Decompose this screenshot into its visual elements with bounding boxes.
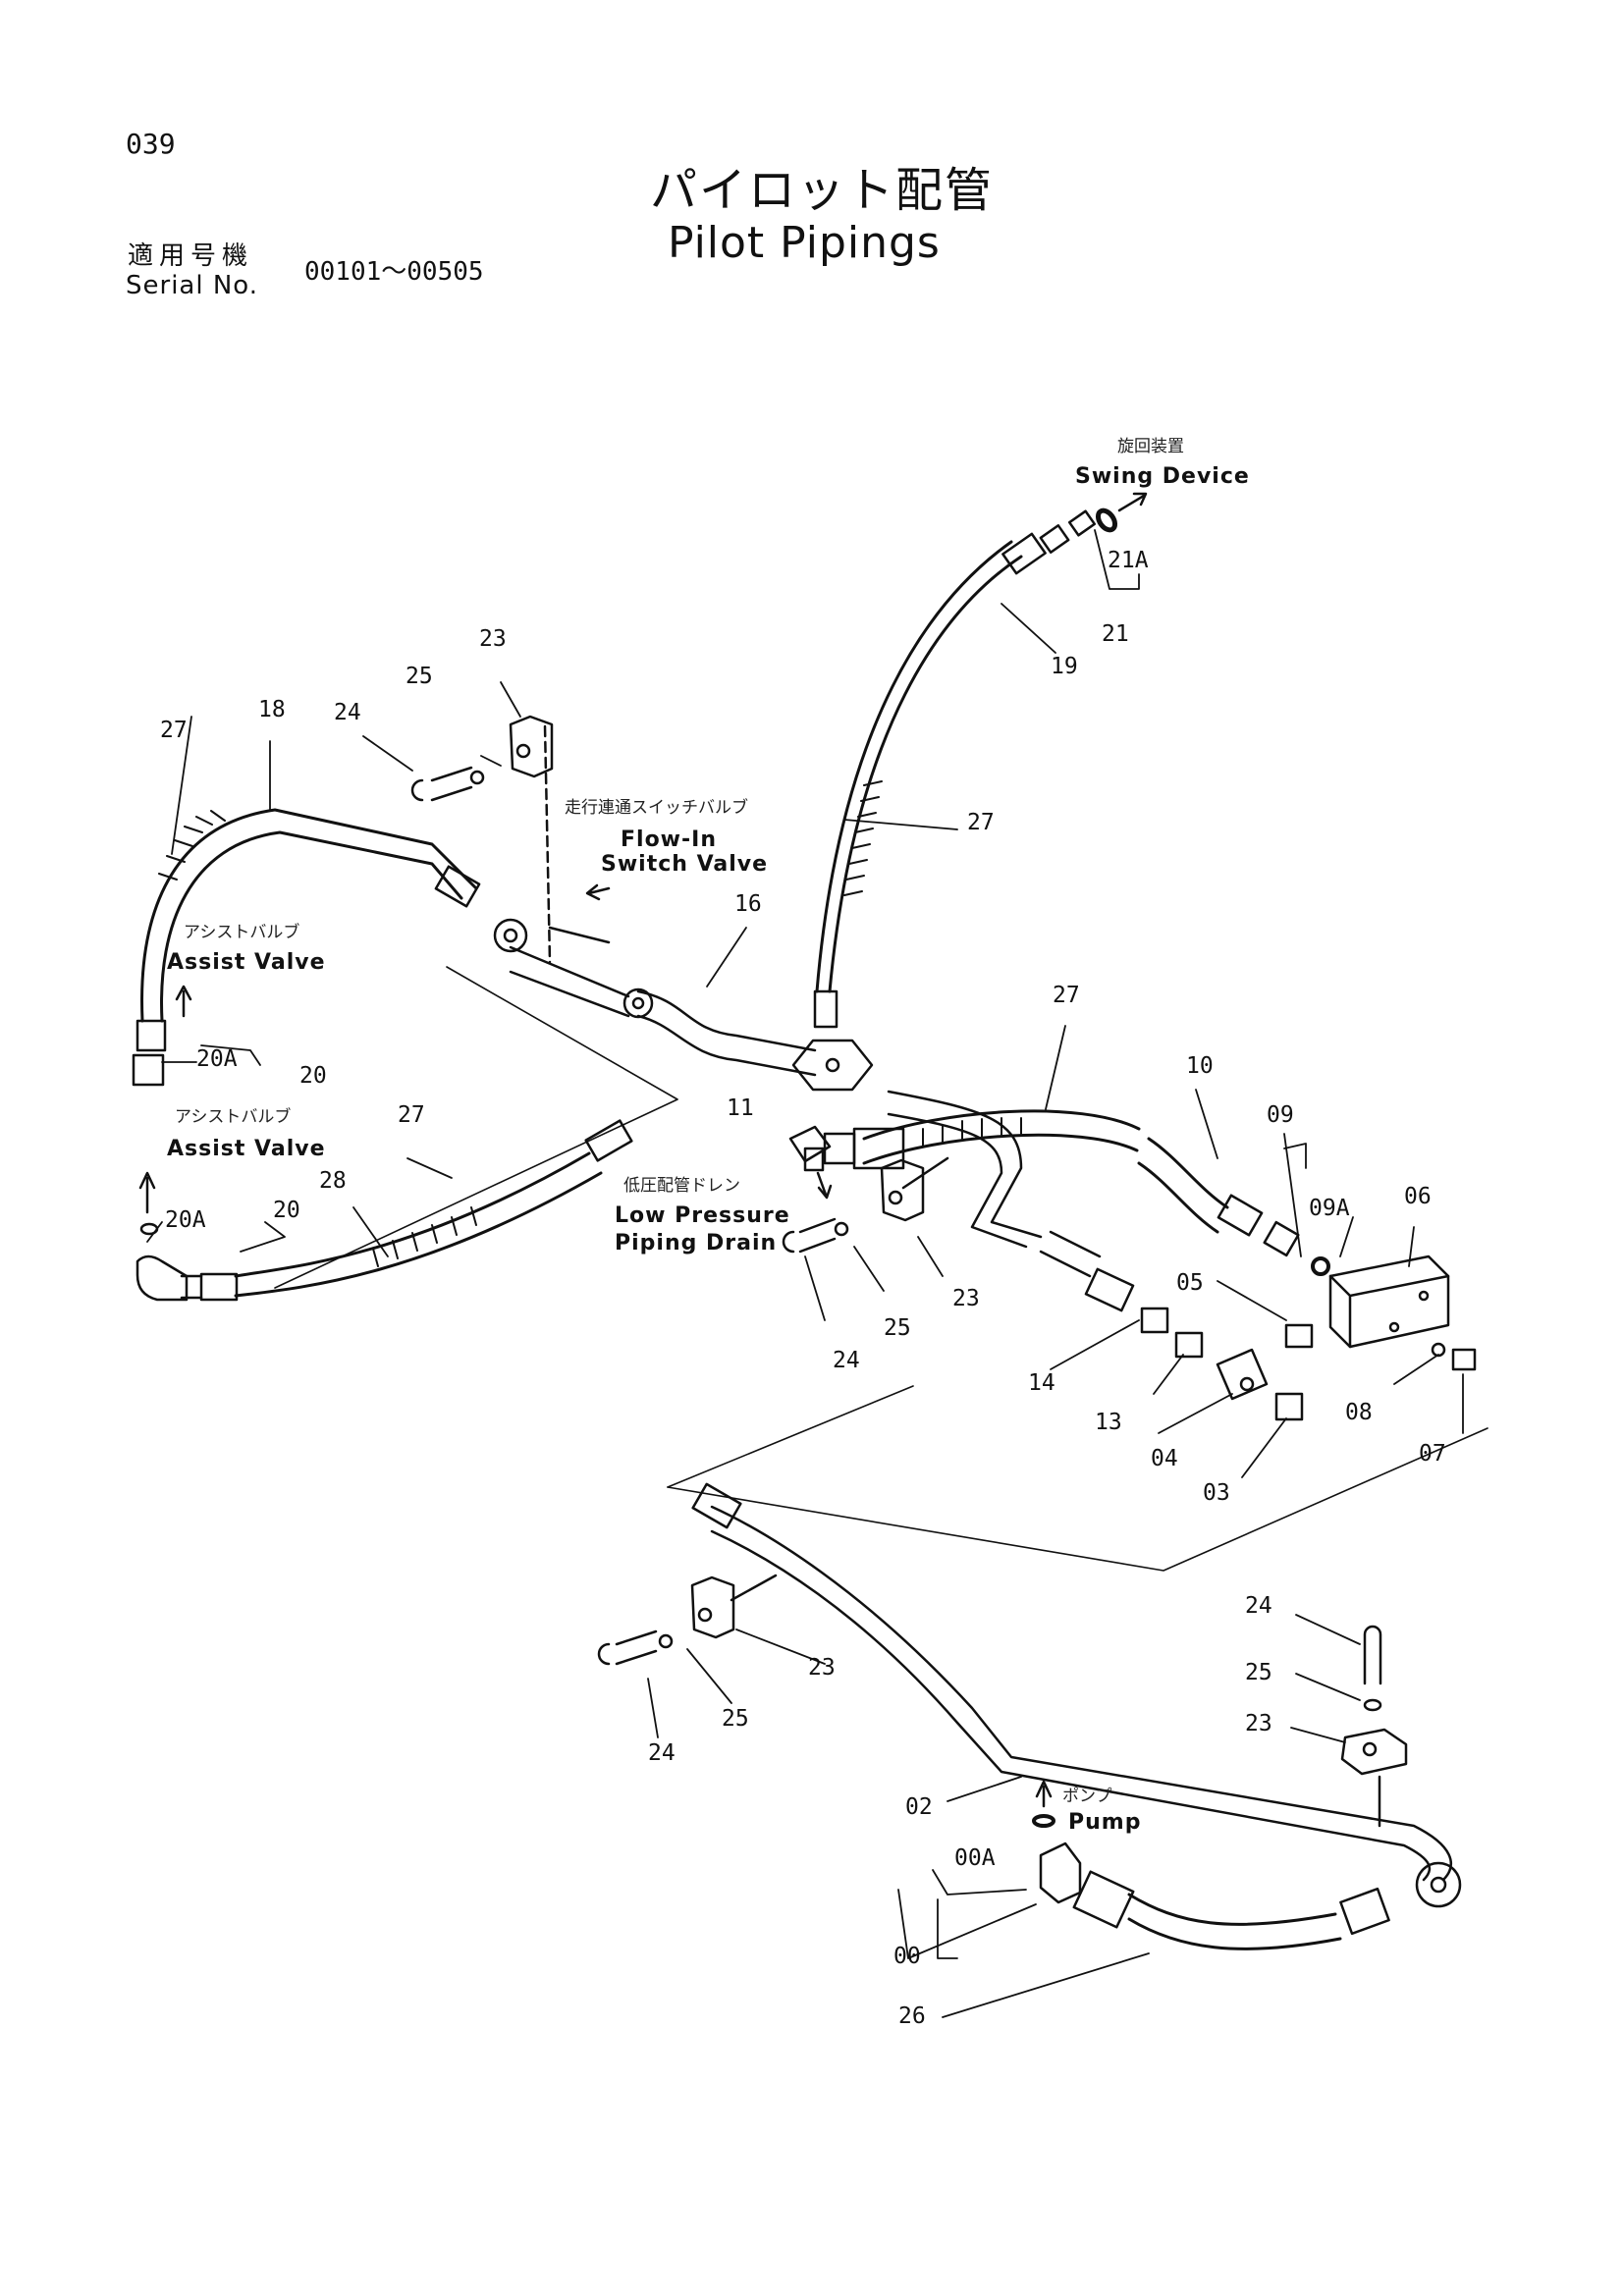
callout-27: 27 — [160, 718, 188, 743]
callout-11: 11 — [727, 1095, 754, 1121]
callout-28: 28 — [319, 1168, 347, 1194]
flowin-valve-label-en-1: Flow-In — [621, 828, 717, 852]
callout-10: 10 — [1186, 1053, 1214, 1079]
callout-14: 14 — [1028, 1370, 1055, 1396]
serial-label-jp: 適用号機 — [128, 241, 254, 271]
callout-23: 23 — [808, 1655, 836, 1681]
callout-00: 00 — [893, 1944, 921, 1969]
callout-27: 27 — [398, 1102, 425, 1128]
flow-arrows — [138, 883, 1055, 1828]
page-number: 039 — [126, 128, 176, 160]
callout-16: 16 — [734, 891, 762, 917]
callout-25: 25 — [884, 1315, 911, 1341]
callout-23: 23 — [952, 1286, 980, 1311]
hose-28 — [135, 1119, 633, 1302]
callout-21a: 21A — [1108, 548, 1149, 573]
drain-pipe — [887, 1090, 1102, 1278]
callout-20a: 20A — [196, 1046, 238, 1072]
page-title-jp: パイロット配管 — [650, 163, 995, 218]
callout-24: 24 — [1245, 1593, 1272, 1619]
flowin-valve-label-jp: 走行連通スイッチバルブ — [565, 798, 748, 818]
callout-23: 23 — [1245, 1711, 1272, 1736]
tee-fitting-center — [791, 1039, 874, 1092]
assist-valve-1-label-jp: アシストバルブ — [184, 923, 300, 942]
callout-07: 07 — [1419, 1441, 1446, 1467]
pipe-02 — [691, 1482, 1462, 1908]
pipe-16 — [493, 918, 817, 1077]
block-06 — [1284, 1255, 1477, 1371]
callout-13: 13 — [1095, 1410, 1122, 1435]
callout-02: 02 — [905, 1794, 933, 1820]
hose-18 — [132, 808, 481, 1087]
callout-27: 27 — [1053, 983, 1080, 1008]
callout-26: 26 — [898, 2003, 926, 2029]
assist-valve-2-label-jp: アシストバルブ — [175, 1107, 292, 1127]
callout-25: 25 — [406, 664, 433, 689]
pump-label-en: Pump — [1068, 1810, 1142, 1835]
clamp-set-upper — [410, 715, 554, 964]
callout-23: 23 — [479, 626, 507, 652]
callout-00a: 00A — [954, 1845, 996, 1871]
clamp-set-lower-left — [597, 1574, 778, 1666]
hose-26 — [1039, 1842, 1390, 1950]
clamp-set-middle — [782, 1156, 949, 1254]
callout-24: 24 — [334, 700, 361, 725]
callout-03: 03 — [1203, 1480, 1230, 1506]
callout-24: 24 — [648, 1740, 676, 1766]
serial-range: 00101～00505 — [304, 257, 484, 287]
elbow-11 — [788, 1125, 833, 1200]
hose-19 — [813, 492, 1148, 1029]
reference-boundaries — [274, 966, 1488, 1572]
page-title-en: Pilot Pipings — [668, 218, 941, 268]
callout-24: 24 — [833, 1348, 860, 1373]
callout-08: 08 — [1345, 1400, 1373, 1425]
clamp-set-lower-right — [1340, 1625, 1408, 1828]
callout-25: 25 — [722, 1706, 749, 1732]
fittings-cluster — [1084, 1267, 1304, 1421]
callout-27: 27 — [967, 810, 995, 835]
callout-20: 20 — [273, 1198, 300, 1223]
assist-valve-1-label-en: Assist Valve — [167, 950, 326, 975]
callout-04: 04 — [1151, 1446, 1178, 1471]
leader-lines — [146, 529, 1464, 2018]
assist-valve-2-label-en: Assist Valve — [167, 1137, 326, 1161]
callout-21: 21 — [1102, 621, 1129, 647]
callout-25: 25 — [1245, 1660, 1272, 1685]
callout-20a: 20A — [165, 1207, 206, 1233]
callout-06: 06 — [1404, 1184, 1432, 1209]
callout-20: 20 — [299, 1063, 327, 1089]
drain-label-en-1: Low Pressure — [615, 1203, 790, 1228]
flowin-valve-label-en-2: Switch Valve — [601, 852, 769, 877]
serial-label-en: Serial No. — [126, 271, 258, 300]
drain-label-jp: 低圧配管ドレン — [623, 1176, 740, 1196]
swing-device-label-jp: 旋回装置 — [1117, 437, 1184, 456]
callout-09a: 09A — [1309, 1196, 1350, 1221]
callout-18: 18 — [258, 697, 286, 722]
callout-05: 05 — [1176, 1270, 1204, 1296]
callout-09: 09 — [1267, 1102, 1294, 1128]
pump-label-jp: ポンプ — [1062, 1787, 1112, 1806]
hose-10 — [1137, 1137, 1330, 1276]
swing-device-label-en: Swing Device — [1075, 464, 1250, 489]
drain-label-en-2: Piping Drain — [615, 1231, 778, 1255]
callout-19: 19 — [1051, 654, 1078, 679]
